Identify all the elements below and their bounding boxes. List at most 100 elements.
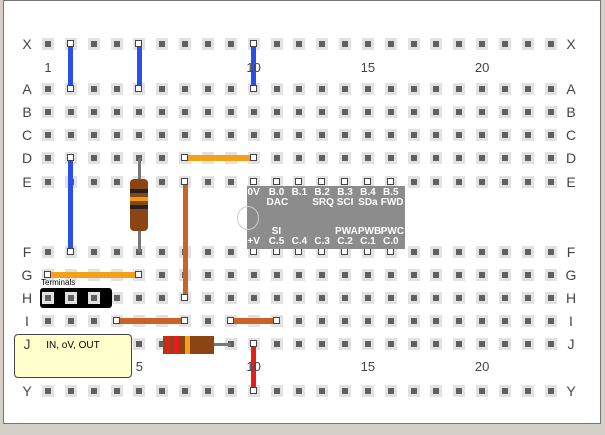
wire-brown[interactable] [116, 318, 186, 324]
hole-A18[interactable] [430, 83, 443, 95]
hole-G16[interactable] [384, 269, 397, 281]
hole-C12[interactable] [293, 129, 306, 141]
hole-H18[interactable] [430, 292, 443, 304]
hole-X11[interactable] [270, 38, 283, 50]
hole-I20[interactable] [476, 315, 489, 327]
hole-F6[interactable] [156, 246, 169, 258]
hole-J14[interactable] [339, 338, 352, 350]
hole-J12[interactable] [293, 338, 306, 350]
hole-X20[interactable] [476, 38, 489, 50]
hole-D23[interactable] [544, 152, 557, 164]
hole-J20[interactable] [476, 338, 489, 350]
hole-C9[interactable] [224, 129, 237, 141]
hole-E6[interactable] [156, 176, 169, 188]
hole-Y11[interactable] [270, 385, 283, 397]
hole-C22[interactable] [521, 129, 534, 141]
hole-C5[interactable] [133, 129, 146, 141]
hole-D21[interactable] [499, 152, 511, 164]
hole-A6[interactable] [156, 83, 169, 95]
hole-B17[interactable] [407, 106, 420, 118]
hole-A8[interactable] [201, 83, 214, 95]
hole-H23[interactable] [544, 292, 557, 304]
hole-F17[interactable] [407, 246, 420, 258]
hole-D18[interactable] [430, 152, 443, 164]
hole-J18[interactable] [430, 338, 443, 350]
hole-C19[interactable] [453, 129, 466, 141]
hole-C11[interactable] [270, 129, 283, 141]
hole-A9[interactable] [224, 83, 237, 95]
hole-C2[interactable] [64, 129, 77, 141]
hole-Y20[interactable] [476, 385, 489, 397]
hole-Y12[interactable] [293, 385, 306, 397]
hole-E19[interactable] [453, 176, 466, 188]
wire-blue[interactable] [68, 158, 74, 252]
hole-A1[interactable] [42, 83, 54, 95]
hole-E22[interactable] [521, 176, 534, 188]
hole-B2[interactable] [64, 106, 77, 118]
wire-brown[interactable] [230, 318, 277, 324]
hole-C15[interactable] [361, 129, 374, 141]
hole-F1[interactable] [42, 246, 54, 258]
hole-X17[interactable] [407, 38, 420, 50]
hole-C3[interactable] [87, 129, 100, 141]
hole-E17[interactable] [407, 176, 420, 188]
hole-I22[interactable] [521, 315, 534, 327]
hole-G14[interactable] [339, 269, 352, 281]
hole-X15[interactable] [361, 38, 374, 50]
hole-E21[interactable] [499, 176, 511, 188]
hole-Y13[interactable] [316, 385, 329, 397]
hole-B3[interactable] [87, 106, 100, 118]
hole-G21[interactable] [499, 269, 511, 281]
hole-C20[interactable] [476, 129, 489, 141]
hole-C13[interactable] [316, 129, 329, 141]
hole-I23[interactable] [544, 315, 557, 327]
hole-F3[interactable] [87, 246, 100, 258]
wire-brown[interactable] [182, 182, 188, 298]
hole-G22[interactable] [521, 269, 534, 281]
hole-C6[interactable] [156, 129, 169, 141]
hole-A11[interactable] [270, 83, 283, 95]
hole-X6[interactable] [156, 38, 169, 50]
hole-Y23[interactable] [544, 385, 557, 397]
hole-B13[interactable] [316, 106, 329, 118]
hole-J11[interactable] [270, 338, 283, 350]
hole-F20[interactable] [476, 246, 489, 258]
hole-I14[interactable] [339, 315, 352, 327]
hole-I19[interactable] [453, 315, 466, 327]
hole-D13[interactable] [316, 152, 329, 164]
hole-D3[interactable] [87, 152, 100, 164]
hole-C18[interactable] [430, 129, 443, 141]
terminal-hole[interactable] [87, 292, 100, 304]
hole-E23[interactable] [544, 176, 557, 188]
hole-C16[interactable] [384, 129, 397, 141]
hole-I16[interactable] [384, 315, 397, 327]
hole-J21[interactable] [499, 338, 511, 350]
hole-F21[interactable] [499, 246, 511, 258]
hole-J19[interactable] [453, 338, 466, 350]
hole-H20[interactable] [476, 292, 489, 304]
hole-B11[interactable] [270, 106, 283, 118]
hole-X1[interactable] [42, 38, 54, 50]
hole-H13[interactable] [316, 292, 329, 304]
hole-D6[interactable] [156, 152, 169, 164]
hole-D15[interactable] [361, 152, 374, 164]
hole-A20[interactable] [476, 83, 489, 95]
hole-B12[interactable] [293, 106, 306, 118]
hole-E9[interactable] [224, 176, 237, 188]
hole-I17[interactable] [407, 315, 420, 327]
hole-J17[interactable] [407, 338, 420, 350]
hole-G9[interactable] [224, 269, 237, 281]
hole-X22[interactable] [521, 38, 534, 50]
hole-G20[interactable] [476, 269, 489, 281]
hole-H14[interactable] [339, 292, 352, 304]
hole-X7[interactable] [179, 38, 192, 50]
hole-C1[interactable] [42, 129, 54, 141]
hole-H17[interactable] [407, 292, 420, 304]
hole-E3[interactable] [87, 176, 100, 188]
hole-D19[interactable] [453, 152, 466, 164]
hole-F19[interactable] [453, 246, 466, 258]
hole-F5[interactable] [133, 246, 146, 258]
hole-Y22[interactable] [521, 385, 534, 397]
